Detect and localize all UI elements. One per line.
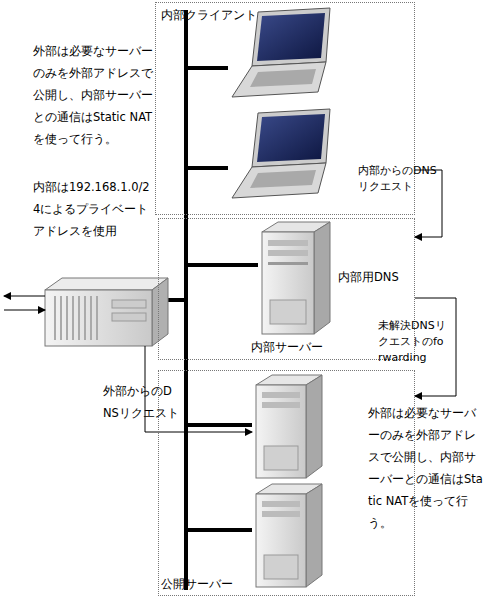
group-title: 内部サーバー — [251, 339, 323, 356]
server-tower — [262, 222, 330, 334]
note-text: 外部からのDNSリクエスト — [103, 380, 179, 424]
group-title: 内部クライアント — [161, 7, 257, 24]
note-text: 内部は192.168.1.0/24によるプライベートアドレスを使用 — [33, 176, 155, 242]
note-text: 外部は必要なサーバーのみを外部アドレスで公開し、内部サーバーとの通信はStati… — [368, 402, 484, 534]
dns-flow-arrow — [415, 298, 456, 396]
server-tower — [256, 484, 322, 587]
edge-label: 内部からのDNSリクエスト — [358, 163, 438, 195]
bus-stubs — [165, 68, 258, 530]
router-box — [45, 278, 168, 346]
server-tower — [256, 375, 322, 478]
external-link — [4, 310, 45, 311]
note-text: 外部は必要なサーバーのみを外部アドレスで公開し、内部サーバーとの通信はStati… — [33, 40, 153, 150]
group-box: 内部サーバー — [158, 218, 415, 360]
note-text: 内部用DNS — [338, 266, 418, 288]
external-link — [4, 296, 45, 297]
laptop-icon — [232, 109, 330, 198]
group-title: 公開サーバー — [161, 576, 233, 593]
dns-flow-arrow — [415, 170, 442, 237]
edge-label: 未解決DNSリクエストのforwarding — [378, 318, 448, 366]
